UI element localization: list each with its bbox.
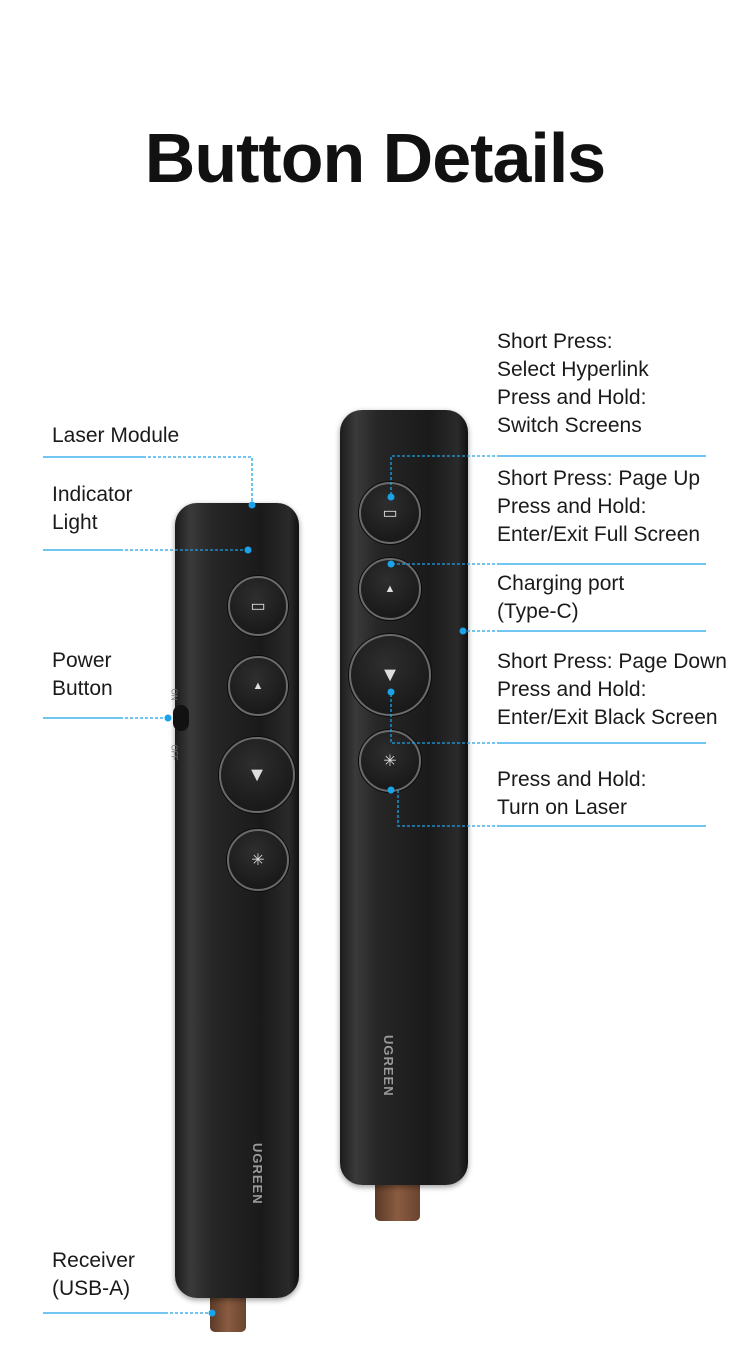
laser-button[interactable]: ✳ [227, 829, 289, 891]
label-laser-module: Laser Module [52, 424, 180, 447]
label-receiver: Receiver(USB-A) [52, 1249, 135, 1300]
presenter-remote-front: ▭ ▲ ▼ ✳ UGREEN [175, 503, 299, 1298]
label-charging-port: Charging port(Type-C) [497, 572, 625, 623]
label-laser: Press and Hold:Turn on Laser [497, 768, 647, 819]
page-down-button[interactable]: ▼ [219, 737, 295, 813]
page-up-button-right[interactable]: ▲ [359, 558, 421, 620]
page-up-button[interactable]: ▲ [228, 656, 288, 716]
presenter-remote-angled: ▭ ▲ ▼ ✳ UGREEN [340, 410, 468, 1185]
page-title: Button Details [144, 119, 606, 197]
power-switch[interactable] [173, 705, 189, 731]
page-down-button-right[interactable]: ▼ [349, 634, 431, 716]
hyperlink-button-right[interactable]: ▭ [359, 482, 421, 544]
hyperlink-button[interactable]: ▭ [228, 576, 288, 636]
